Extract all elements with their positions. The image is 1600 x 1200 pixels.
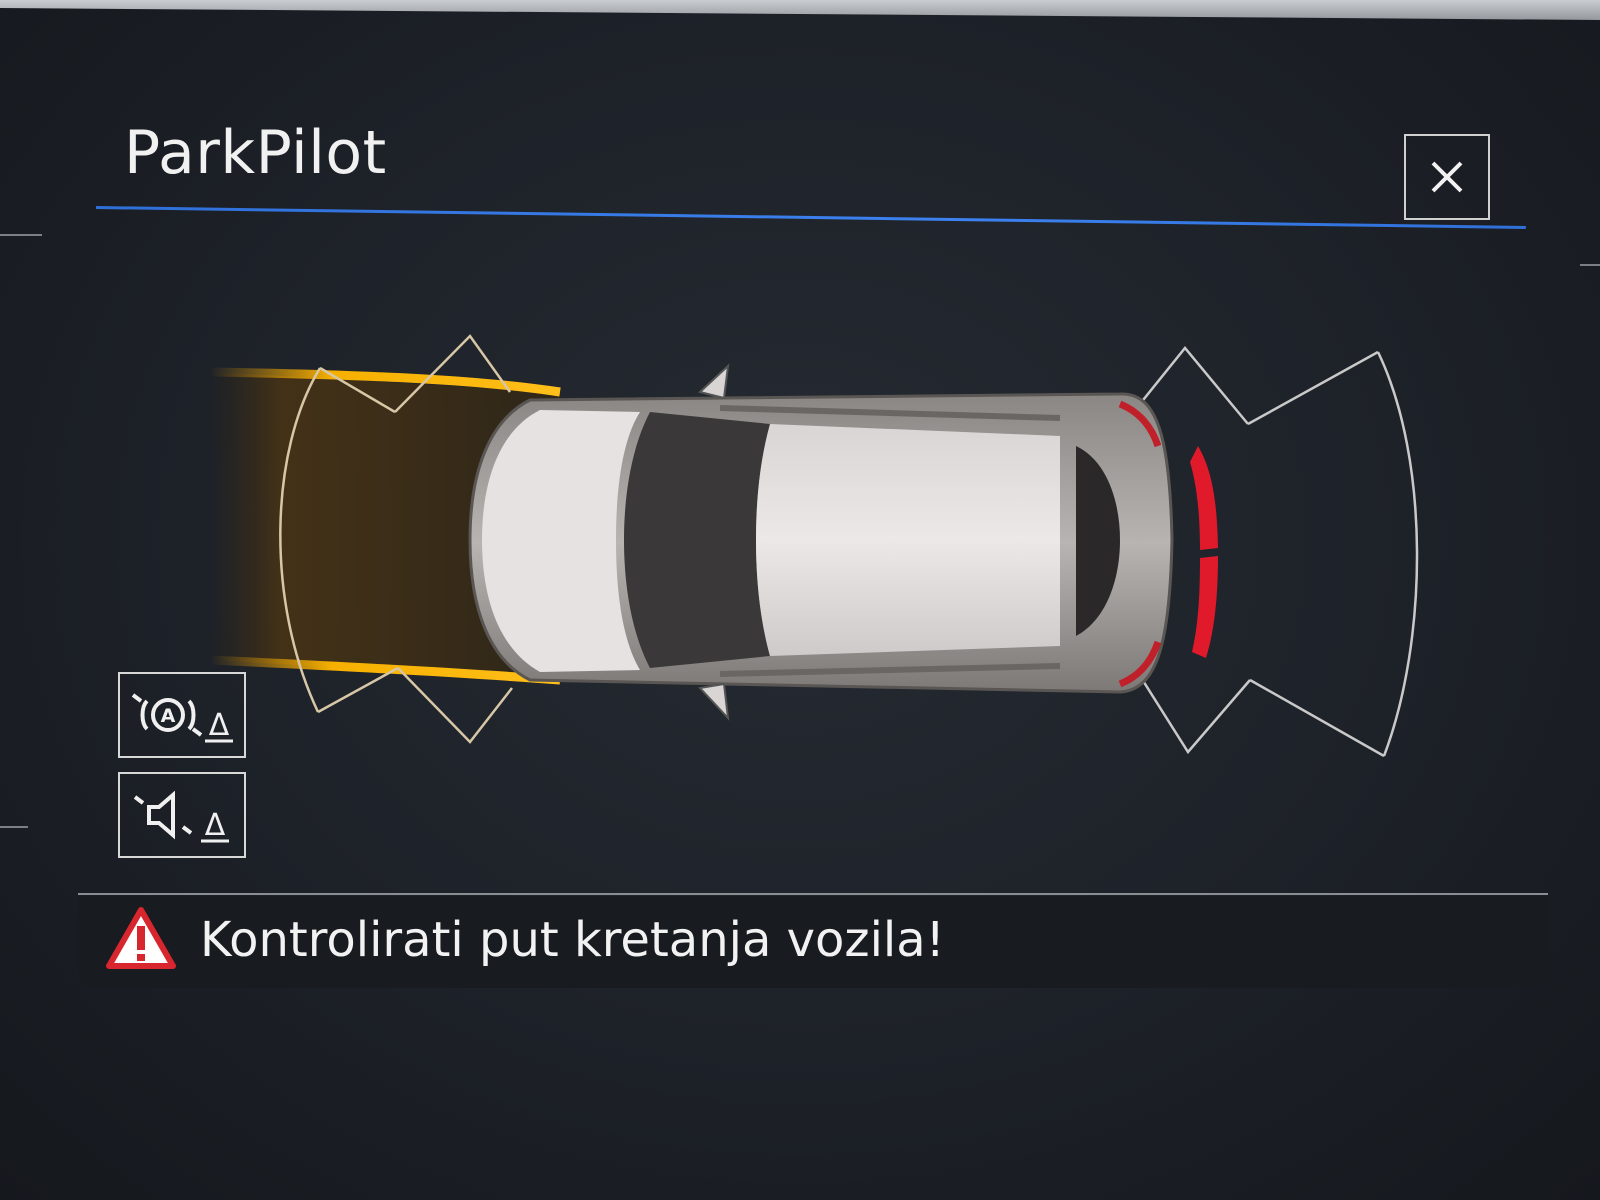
warning-message: Kontrolirati put kretanja vozila! xyxy=(200,912,945,968)
vehicle-top-view xyxy=(468,363,1174,721)
svg-text:Δ: Δ xyxy=(205,808,226,843)
edge-marker xyxy=(1580,264,1600,266)
status-divider xyxy=(78,893,1548,895)
edge-marker xyxy=(0,826,28,828)
svg-text:Δ: Δ xyxy=(209,708,230,743)
rear-sensor-zones xyxy=(1133,346,1419,758)
edge-marker xyxy=(0,234,42,236)
sound-toggle-button[interactable]: Δ xyxy=(118,772,246,858)
rear-obstacle-indicator xyxy=(1190,446,1218,658)
auto-activation-button[interactable]: A Δ xyxy=(118,672,246,758)
warning-bar xyxy=(78,896,1548,988)
close-button[interactable] xyxy=(1404,134,1490,220)
close-icon xyxy=(1431,161,1463,193)
svg-text:A: A xyxy=(161,705,176,727)
front-sensor-zones xyxy=(279,334,513,744)
page-title: ParkPilot xyxy=(124,118,387,188)
warning-triangle-icon xyxy=(106,907,176,969)
auto-activation-icon: A Δ xyxy=(131,693,233,743)
speaker-icon: Δ xyxy=(133,790,229,843)
